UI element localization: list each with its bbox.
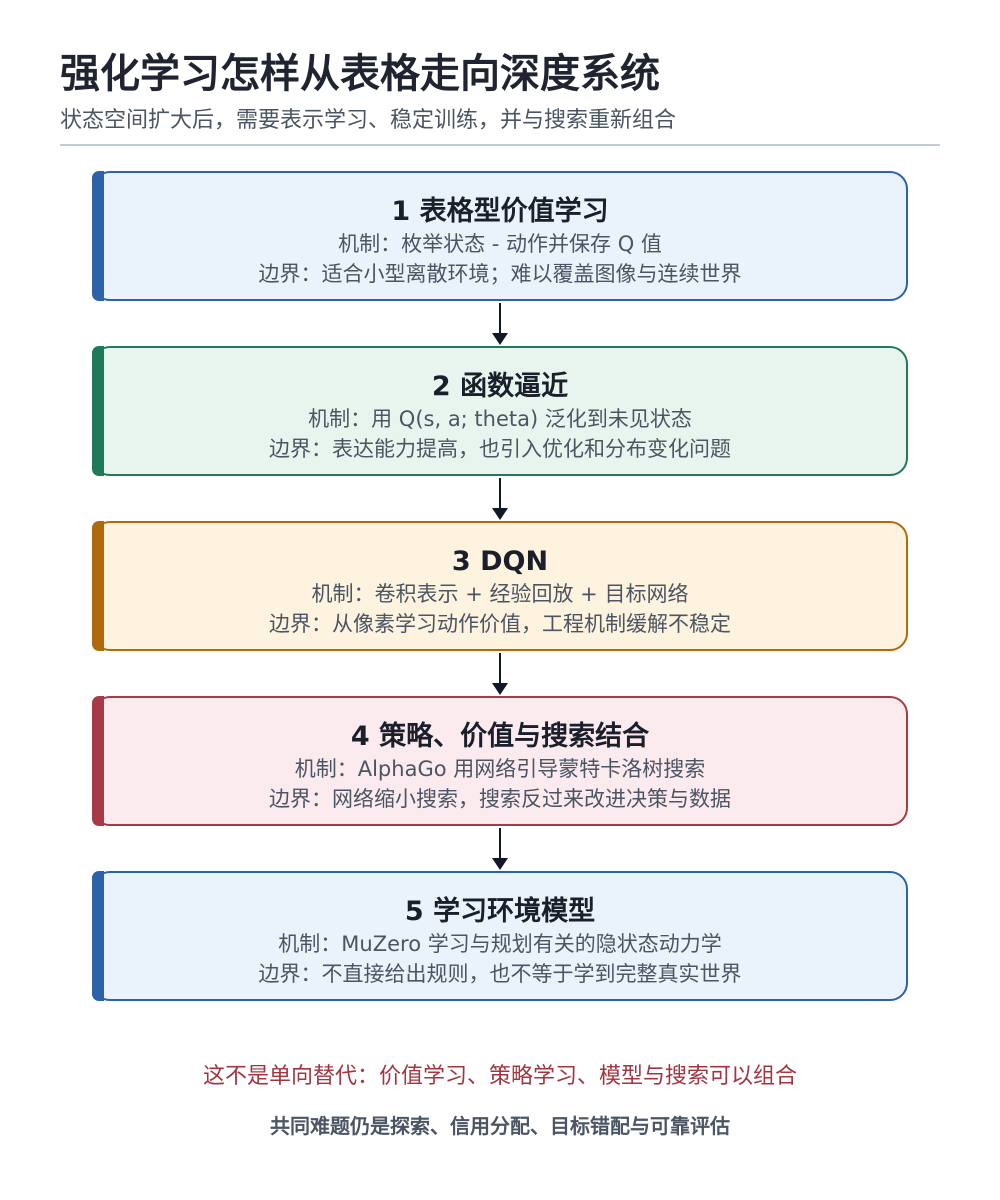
stage-accent-bar (92, 696, 104, 826)
flow-arrow (492, 828, 508, 870)
flow-arrow (492, 653, 508, 695)
stage-mechanism: 机制：MuZero 学习与规划有关的隐状态动力学 (278, 932, 722, 956)
stage-title: 3 DQN (451, 546, 549, 577)
stage-title: 5 学习环境模型 (404, 896, 596, 927)
stage-card-policy-value-search: 4 策略、价值与搜索结合 机制：AlphaGo 用网络引导蒙特卡洛树搜索 边界：… (92, 696, 908, 826)
header: 强化学习怎样从表格走向深度系统 状态空间扩大后，需要表示学习、稳定训练，并与搜索… (60, 48, 940, 136)
stage-boundary: 边界：不直接给出规则，也不等于学到完整真实世界 (258, 962, 742, 986)
flow-arrow (492, 303, 508, 345)
footer-summary: 共同难题仍是探索、信用分配、目标错配与可靠评估 (270, 1114, 730, 1138)
stage-card-model-learning: 5 学习环境模型 机制：MuZero 学习与规划有关的隐状态动力学 边界：不直接… (92, 871, 908, 1001)
page-subtitle: 状态空间扩大后，需要表示学习、稳定训练，并与搜索重新组合 (60, 108, 677, 133)
stage-accent-bar (92, 871, 104, 1001)
stage-mechanism: 机制：枚举状态 - 动作并保存 Q 值 (338, 232, 662, 256)
stage-mechanism: 机制：AlphaGo 用网络引导蒙特卡洛树搜索 (294, 757, 706, 781)
stage-card-dqn: 3 DQN 机制：卷积表示 + 经验回放 + 目标网络 边界：从像素学习动作价值… (92, 521, 908, 651)
stage-card-tabular: 1 表格型价值学习 机制：枚举状态 - 动作并保存 Q 值 边界：适合小型离散环… (92, 171, 908, 301)
stage-mechanism: 机制：卷积表示 + 经验回放 + 目标网络 (311, 582, 689, 606)
footer-note: 这不是单向替代：价值学习、策略学习、模型与搜索可以组合 (202, 1064, 797, 1089)
stage-boundary: 边界：适合小型离散环境；难以覆盖图像与连续世界 (258, 262, 742, 286)
flow-arrow (492, 478, 508, 520)
stage-boundary: 边界：网络缩小搜索，搜索反过来改进决策与数据 (269, 787, 731, 811)
stage-card-function-approximation: 2 函数逼近 机制：用 Q(s, a; theta) 泛化到未见状态 边界：表达… (92, 346, 908, 476)
stage-accent-bar (92, 346, 104, 476)
stage-boundary: 边界：表达能力提高，也引入优化和分布变化问题 (269, 437, 731, 461)
stage-boundary: 边界：从像素学习动作价值，工程机制缓解不稳定 (269, 612, 731, 636)
stage-accent-bar (92, 521, 104, 651)
stage-title: 1 表格型价值学习 (391, 196, 609, 227)
stage-title: 2 函数逼近 (431, 371, 569, 402)
stage-mechanism: 机制：用 Q(s, a; theta) 泛化到未见状态 (308, 407, 692, 431)
page-title: 强化学习怎样从表格走向深度系统 (60, 51, 660, 97)
stage-accent-bar (92, 171, 104, 301)
header-divider (60, 144, 940, 146)
stage-title: 4 策略、价值与搜索结合 (350, 721, 650, 752)
